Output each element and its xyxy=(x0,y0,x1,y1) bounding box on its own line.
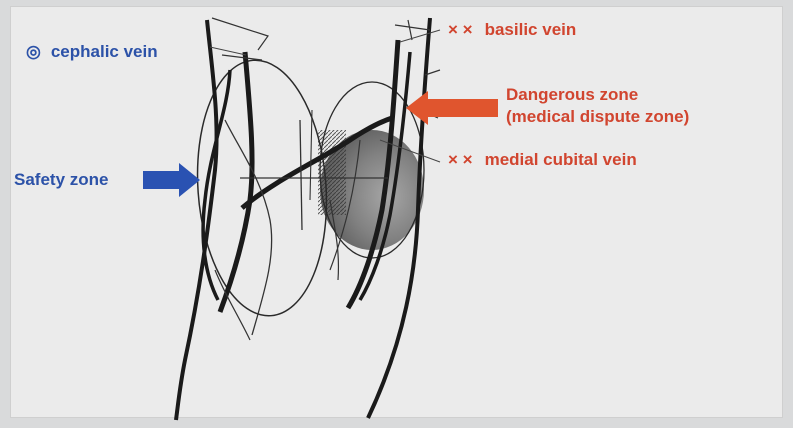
safety-zone-arrow xyxy=(143,163,200,197)
dangerous-zone-label: Dangerous zone (medical dispute zone) xyxy=(506,84,689,128)
cephalic-vein-text: cephalic vein xyxy=(51,42,158,61)
cephalic-leader-line xyxy=(210,47,246,55)
cross-marker-icon: × × xyxy=(448,150,473,169)
thin-vein-2 xyxy=(222,55,262,60)
cephalic-vein xyxy=(220,52,252,312)
arm-outline-left xyxy=(176,20,217,420)
thin-vein-3 xyxy=(225,120,272,335)
basilic-vein-text: basilic vein xyxy=(485,20,577,39)
thin-vein-5 xyxy=(310,110,312,200)
bullseye-icon: ◎ xyxy=(26,42,41,61)
medial-cubital-vein-label: × × medial cubital vein xyxy=(448,150,637,170)
medial-cubital-vein-text: medial cubital vein xyxy=(485,150,637,169)
basilic-leader-line xyxy=(400,30,440,42)
dangerous-zone-line1: Dangerous zone xyxy=(506,84,689,106)
safety-zone-text: Safety zone xyxy=(14,170,108,189)
cephalic-vein-label: ◎ cephalic vein xyxy=(26,42,158,62)
dangerous-zone-arrow xyxy=(406,91,498,125)
thin-vein-1 xyxy=(212,18,268,50)
basilic-vein-label: × × basilic vein xyxy=(448,20,576,40)
safety-zone-label: Safety zone xyxy=(14,170,108,190)
thin-vein-4 xyxy=(300,120,302,230)
cross-marker-icon: × × xyxy=(448,20,473,39)
dangerous-zone-line2: (medical dispute zone) xyxy=(506,106,689,128)
thin-vein-11 xyxy=(395,20,430,40)
